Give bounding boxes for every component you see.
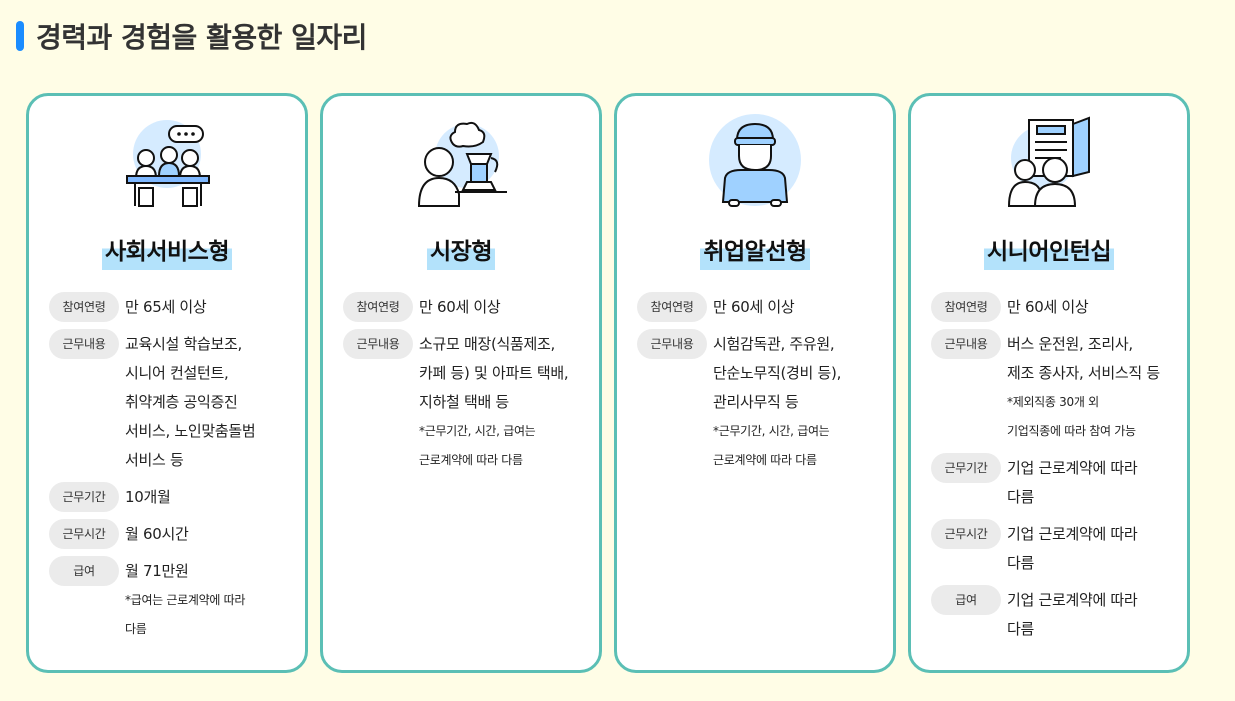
info-label-badge: 근무시간 [931, 519, 1001, 549]
senior-intern-book-icon [999, 114, 1099, 218]
info-value: 월 60시간 [125, 525, 189, 543]
info-value: 제조 종사자, 서비스직 등 [1007, 364, 1160, 382]
info-note: *제외직종 30개 외 [1007, 395, 1099, 409]
info-label-badge: 근무기간 [49, 482, 119, 512]
info-value: 10개월 [125, 488, 171, 506]
info-value: 만 60세 이상 [713, 298, 795, 316]
card-info: 참여연령 만 60세 이상 근무내용 시험감독관, 주유원, 단순노무직(경비 … [637, 292, 883, 482]
info-label-badge: 근무시간 [49, 519, 119, 549]
info-value: 카페 등) 및 아파트 택배, [419, 364, 569, 382]
card-job-placement: 취업알선형 참여연령 만 60세 이상 근무내용 시험감독관, 주유원, 단순노… [614, 93, 896, 673]
info-row-work-hours: 근무시간 기업 근로계약에 따라 다름 [931, 519, 1177, 578]
info-label-badge: 근무기간 [931, 453, 1001, 483]
info-value: 다름 [1007, 620, 1035, 638]
card-social-service: 사회서비스형 참여연령 만 65세 이상 근무내용 교육시설 학습보조, 시니어… [26, 93, 308, 673]
info-label-badge: 근무내용 [49, 329, 119, 359]
card-info: 참여연령 만 65세 이상 근무내용 교육시설 학습보조, 시니어 컨설턴트, … [49, 292, 295, 651]
info-value: 기업 근로계약에 따라 [1007, 591, 1138, 609]
info-row-salary: 급여 월 71만원 *급여는 근로계약에 따라 다름 [49, 556, 295, 644]
info-row-age: 참여연령 만 60세 이상 [931, 292, 1177, 322]
card-title: 시니어인턴십 [984, 234, 1114, 270]
card-info: 참여연령 만 60세 이상 근무내용 소규모 매장(식품제조, 카페 등) 및 … [343, 292, 589, 482]
card-title: 시장형 [427, 234, 495, 270]
info-label-badge: 참여연령 [637, 292, 707, 322]
info-row-work-content: 근무내용 교육시설 학습보조, 시니어 컨설턴트, 취약계층 공익증진 서비스,… [49, 329, 295, 475]
info-row-work-hours: 근무시간 월 60시간 [49, 519, 295, 549]
info-row-work-period: 근무기간 기업 근로계약에 따라 다름 [931, 453, 1177, 512]
job-placement-worker-icon [705, 114, 805, 218]
info-note: 근로계약에 따라 다름 [419, 453, 523, 467]
info-label-badge: 근무내용 [343, 329, 413, 359]
info-value: 만 60세 이상 [1007, 298, 1089, 316]
info-label-badge: 급여 [49, 556, 119, 586]
info-value: 다름 [1007, 488, 1035, 506]
info-value: 만 65세 이상 [125, 298, 207, 316]
info-value: 기업 근로계약에 따라 [1007, 459, 1138, 477]
card-info: 참여연령 만 60세 이상 근무내용 버스 운전원, 조리사, 제조 종사자, … [931, 292, 1177, 651]
info-label-badge: 급여 [931, 585, 1001, 615]
card-market: 시장형 참여연령 만 60세 이상 근무내용 소규모 매장(식품제조, 카페 등… [320, 93, 602, 673]
info-label-badge: 근무내용 [637, 329, 707, 359]
market-cafe-worker-icon [411, 114, 511, 218]
info-row-age: 참여연령 만 65세 이상 [49, 292, 295, 322]
info-row-work-period: 근무기간 10개월 [49, 482, 295, 512]
section-title: 경력과 경험을 활용한 일자리 [36, 21, 367, 54]
info-value: 지하철 택배 등 [419, 393, 509, 411]
info-row-age: 참여연령 만 60세 이상 [637, 292, 883, 322]
info-value: 소규모 매장(식품제조, [419, 335, 555, 353]
info-value: 기업 근로계약에 따라 [1007, 525, 1138, 543]
title-accent-bar [16, 21, 24, 51]
job-type-card-list: 사회서비스형 참여연령 만 65세 이상 근무내용 교육시설 학습보조, 시니어… [26, 93, 1190, 673]
info-value: 서비스 등 [125, 451, 184, 469]
social-service-meeting-icon [117, 114, 217, 218]
card-senior-internship: 시니어인턴십 참여연령 만 60세 이상 근무내용 버스 운전원, 조리사, 제… [908, 93, 1190, 673]
section-header: 경력과 경험을 활용한 일자리 [16, 14, 367, 58]
info-row-work-content: 근무내용 시험감독관, 주유원, 단순노무직(경비 등), 관리사무직 등 *근… [637, 329, 883, 475]
info-value: 교육시설 학습보조, [125, 335, 242, 353]
info-value: 버스 운전원, 조리사, [1007, 335, 1133, 353]
info-note: *근무기간, 시간, 급여는 [713, 424, 830, 438]
info-label-badge: 참여연령 [49, 292, 119, 322]
info-row-work-content: 근무내용 소규모 매장(식품제조, 카페 등) 및 아파트 택배, 지하철 택배… [343, 329, 589, 475]
info-row-salary: 급여 기업 근로계약에 따라 다름 [931, 585, 1177, 644]
card-title: 사회서비스형 [102, 234, 232, 270]
info-row-age: 참여연령 만 60세 이상 [343, 292, 589, 322]
info-note: *근무기간, 시간, 급여는 [419, 424, 536, 438]
info-value: 시니어 컨설턴트, [125, 364, 229, 382]
info-value: 관리사무직 등 [713, 393, 799, 411]
info-label-badge: 참여연령 [343, 292, 413, 322]
info-value: 다름 [1007, 554, 1035, 572]
info-note: 기업직종에 따라 참여 가능 [1007, 424, 1136, 438]
info-value: 만 60세 이상 [419, 298, 501, 316]
info-value: 서비스, 노인맞춤돌범 [125, 422, 256, 440]
info-value: 월 71만원 [125, 562, 189, 580]
info-note: 다름 [125, 622, 147, 636]
info-note: *급여는 근로계약에 따라 [125, 593, 246, 607]
card-title: 취업알선형 [700, 234, 810, 270]
info-row-work-content: 근무내용 버스 운전원, 조리사, 제조 종사자, 서비스직 등 *제외직종 3… [931, 329, 1177, 446]
info-value: 단순노무직(경비 등), [713, 364, 842, 382]
info-note: 근로계약에 따라 다름 [713, 453, 817, 467]
info-label-badge: 근무내용 [931, 329, 1001, 359]
info-label-badge: 참여연령 [931, 292, 1001, 322]
info-value: 취약계층 공익증진 [125, 393, 238, 411]
info-value: 시험감독관, 주유원, [713, 335, 835, 353]
